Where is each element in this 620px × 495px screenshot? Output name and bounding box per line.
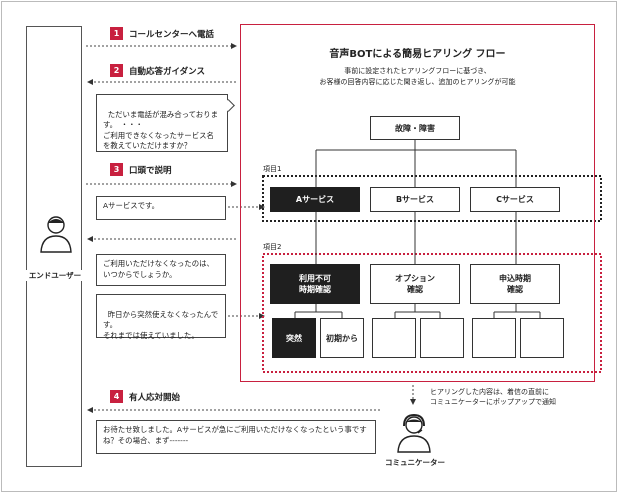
- communicator-note-1: ヒアリングした内容は、着信の直前に: [430, 388, 549, 396]
- item2-node-2: オプション 確認: [370, 264, 460, 304]
- item2-group: [262, 253, 602, 373]
- leaf-node-sudden: 突然: [272, 318, 316, 358]
- user-service-text: Aサービスです。: [103, 201, 160, 210]
- step-1-label: コールセンターへ電話: [129, 29, 215, 40]
- bot-when-bubble: ご利用いただけなくなったのは、いつからでしょうか。: [96, 254, 226, 286]
- step-2: 2 自動応答ガイダンス: [110, 64, 205, 77]
- communicator-note-2: コミュニケーターにポップアップで通知: [430, 398, 556, 406]
- leaf-node-initial: 初期から: [320, 318, 364, 358]
- operator-text: お待たせ致しました。Aサービスが急にご利用いただけなくなったという事ですね？その…: [103, 425, 367, 445]
- end-user-icon: [40, 216, 72, 253]
- leaf-node-empty: [520, 318, 564, 358]
- item1-label: 項目1: [263, 165, 282, 173]
- end-user-label: エンドユーザー: [20, 270, 90, 281]
- leaf-node-empty: [472, 318, 516, 358]
- item2-node-3: 申込時期 確認: [470, 264, 560, 304]
- step-4: 4 有人応対開始: [110, 390, 180, 403]
- user-when-text: 昨日から突然使えなくなったんです。 それまでは使えていました。: [103, 309, 219, 340]
- communicator-label: コミュニケーター: [385, 458, 445, 467]
- leaf-node-empty: [372, 318, 416, 358]
- item1-group: [262, 175, 602, 222]
- communicator-headset-icon: [397, 413, 431, 453]
- step-4-number: 4: [110, 390, 123, 403]
- leaf-node-empty: [420, 318, 464, 358]
- step-2-label: 自動応答ガイダンス: [129, 66, 205, 77]
- step-4-label: 有人応対開始: [129, 392, 181, 403]
- step-1: 1 コールセンターへ電話: [110, 27, 214, 40]
- user-when-bubble: 昨日から突然使えなくなったんです。 それまでは使えていました。: [96, 294, 226, 340]
- panel-title: 音声BOTによる簡易ヒアリング フロー: [329, 49, 506, 60]
- guidance-text: ただいま電話が混み合っております。 ・・・ ご利用できなくなったサービス名を教え…: [103, 109, 218, 151]
- voice-bot-panel: [240, 24, 595, 382]
- step-3: 3 口頭で説明: [110, 163, 172, 176]
- step-3-label: 口頭で説明: [129, 165, 172, 176]
- communicator-note: ヒアリングした内容は、着信の直前に コミュニケーターにポップアップで通知: [430, 387, 556, 407]
- step-1-number: 1: [110, 27, 123, 40]
- root-node: 故障・障害: [370, 116, 460, 140]
- bot-when-text: ご利用いただけなくなったのは、いつからでしょうか。: [103, 259, 214, 279]
- panel-subtitle-1: 事前に設定されたヒアリングフローに基づき、: [344, 67, 491, 75]
- user-service-bubble: Aサービスです。: [96, 196, 226, 220]
- operator-bubble: お待たせ致しました。Aサービスが急にご利用いただけなくなったという事ですね？その…: [96, 420, 376, 454]
- item2-node-1: 利用不可 時期確認: [270, 264, 360, 304]
- step-2-number: 2: [110, 64, 123, 77]
- item1-node-b: Bサービス: [370, 187, 460, 212]
- panel-subtitle-2: お客様の回答内容に応じた聞き返し、追加のヒアリングが可能: [319, 78, 516, 86]
- item1-node-a: Aサービス: [270, 187, 360, 212]
- item1-node-c: Cサービス: [470, 187, 560, 212]
- step-3-number: 3: [110, 163, 123, 176]
- guidance-bubble: ただいま電話が混み合っております。 ・・・ ご利用できなくなったサービス名を教え…: [96, 94, 235, 152]
- item2-label: 項目2: [263, 243, 282, 251]
